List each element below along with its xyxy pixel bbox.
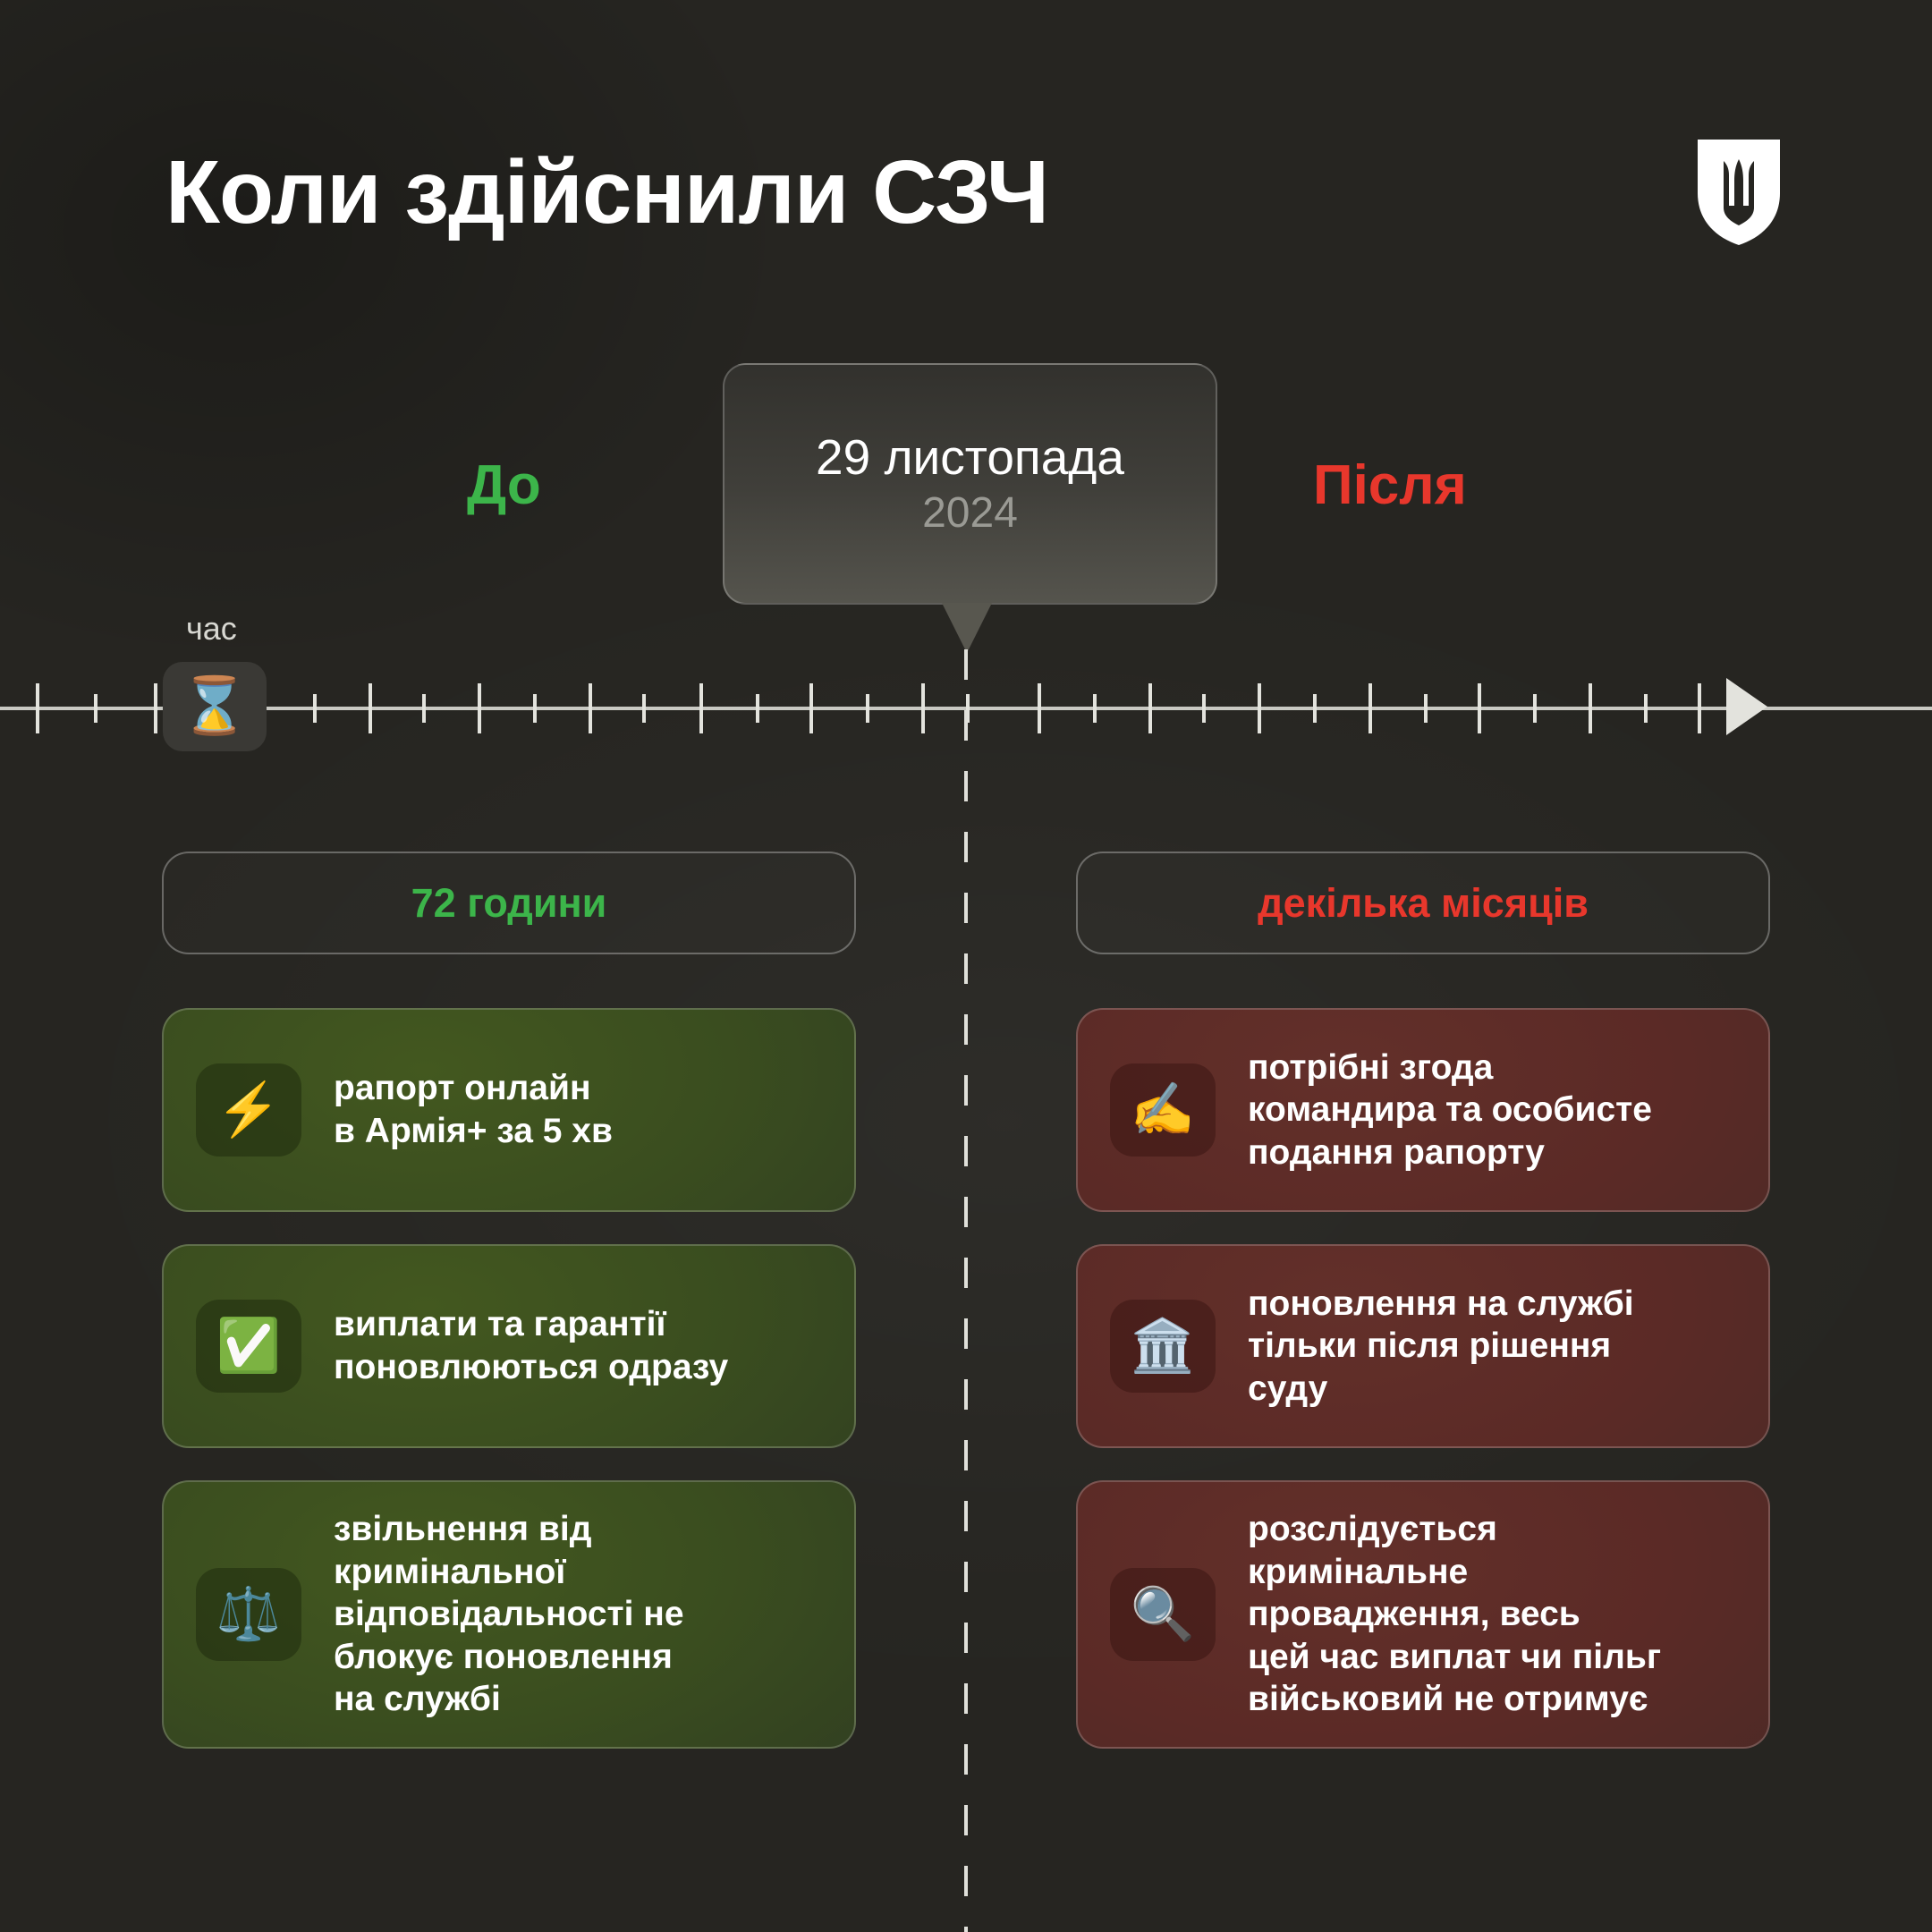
date-tooltip-tail — [942, 603, 992, 653]
card-before-3: ⚖️ звільнення від кримінальної відповіда… — [162, 1480, 856, 1749]
timeline-tick — [154, 683, 157, 733]
card-text: потрібні згода командира та особисте под… — [1248, 1047, 1652, 1172]
timeline-tick — [699, 683, 703, 733]
timeline-tick — [1368, 683, 1372, 733]
card-text: рапорт онлайн в Армія+ за 5 хв — [334, 1069, 613, 1150]
label-before: До — [467, 454, 541, 516]
card-before-2: ✅ виплати та гарантії поновлюються одраз… — [162, 1244, 856, 1448]
card-text: звільнення від кримінальної відповідальн… — [334, 1510, 684, 1719]
lightning-bolt-icon: ⚡ — [196, 1063, 301, 1157]
card-after-3: 🔍 розслідується кримінальне провадження,… — [1076, 1480, 1770, 1749]
timeline-tick — [866, 694, 869, 723]
timeline-tick — [921, 683, 925, 733]
timeline-tick — [533, 694, 537, 723]
timeline-tick — [642, 694, 646, 723]
timeline-tick — [1644, 694, 1648, 723]
card-text: розслідується кримінальне провадження, в… — [1248, 1510, 1662, 1719]
timeline-tick — [1258, 683, 1261, 733]
timeline-tick — [1038, 683, 1041, 733]
timeline-tick — [966, 694, 970, 723]
ukraine-mod-shield-trident-icon — [1698, 140, 1780, 245]
timeline-tick — [422, 694, 426, 723]
timeline-tick — [1478, 683, 1481, 733]
column-before: 72 години ⚡ рапорт онлайн в Армія+ за 5 … — [162, 852, 856, 1781]
column-header-after: декілька місяців — [1076, 852, 1770, 954]
date-year: 2024 — [922, 488, 1018, 537]
timeline-axis-label: час — [186, 610, 237, 647]
balance-scale-icon: ⚖️ — [196, 1568, 301, 1661]
timeline-tick — [313, 694, 317, 723]
timeline-tick — [1424, 694, 1428, 723]
hourglass-icon: ⌛ — [163, 662, 267, 751]
page-title: Коли здійснили СЗЧ — [165, 142, 1049, 242]
timeline-tick — [94, 694, 97, 723]
column-after: декілька місяців ✍️ потрібні згода коман… — [1076, 852, 1770, 1781]
timeline-tick — [1698, 683, 1701, 733]
card-after-2: 🏛️ поновлення на службі тільки після ріш… — [1076, 1244, 1770, 1448]
timeline-tick — [36, 683, 39, 733]
timeline-tick — [589, 683, 592, 733]
timeline-divider — [964, 649, 968, 1932]
magnifying-glass-icon: 🔍 — [1110, 1568, 1216, 1661]
card-text: поновлення на службі тільки після рішенн… — [1248, 1284, 1634, 1408]
classical-building-icon: 🏛️ — [1110, 1300, 1216, 1393]
column-header-before: 72 години — [162, 852, 856, 954]
card-before-1: ⚡ рапорт онлайн в Армія+ за 5 хв — [162, 1008, 856, 1212]
timeline-tick — [1093, 694, 1097, 723]
date-day: 29 листопада — [816, 429, 1124, 486]
timeline-tick — [1148, 683, 1152, 733]
label-after: Після — [1313, 454, 1467, 516]
timeline-tick — [809, 683, 813, 733]
timeline-tick — [756, 694, 759, 723]
date-tooltip: 29 листопада 2024 — [723, 363, 1217, 605]
card-after-1: ✍️ потрібні згода командира та особисте … — [1076, 1008, 1770, 1212]
writing-hand-icon: ✍️ — [1110, 1063, 1216, 1157]
timeline-tick — [1202, 694, 1206, 723]
header: Коли здійснили СЗЧ — [165, 125, 1780, 259]
check-mark-icon: ✅ — [196, 1300, 301, 1393]
timeline-tick — [478, 683, 481, 733]
timeline-tick — [369, 683, 372, 733]
timeline-tick — [1313, 694, 1317, 723]
card-text: виплати та гарантії поновлюються одразу — [334, 1305, 729, 1386]
right-arrowhead-icon — [1726, 678, 1767, 735]
timeline-tick — [1589, 683, 1592, 733]
timeline-tick — [1533, 694, 1537, 723]
